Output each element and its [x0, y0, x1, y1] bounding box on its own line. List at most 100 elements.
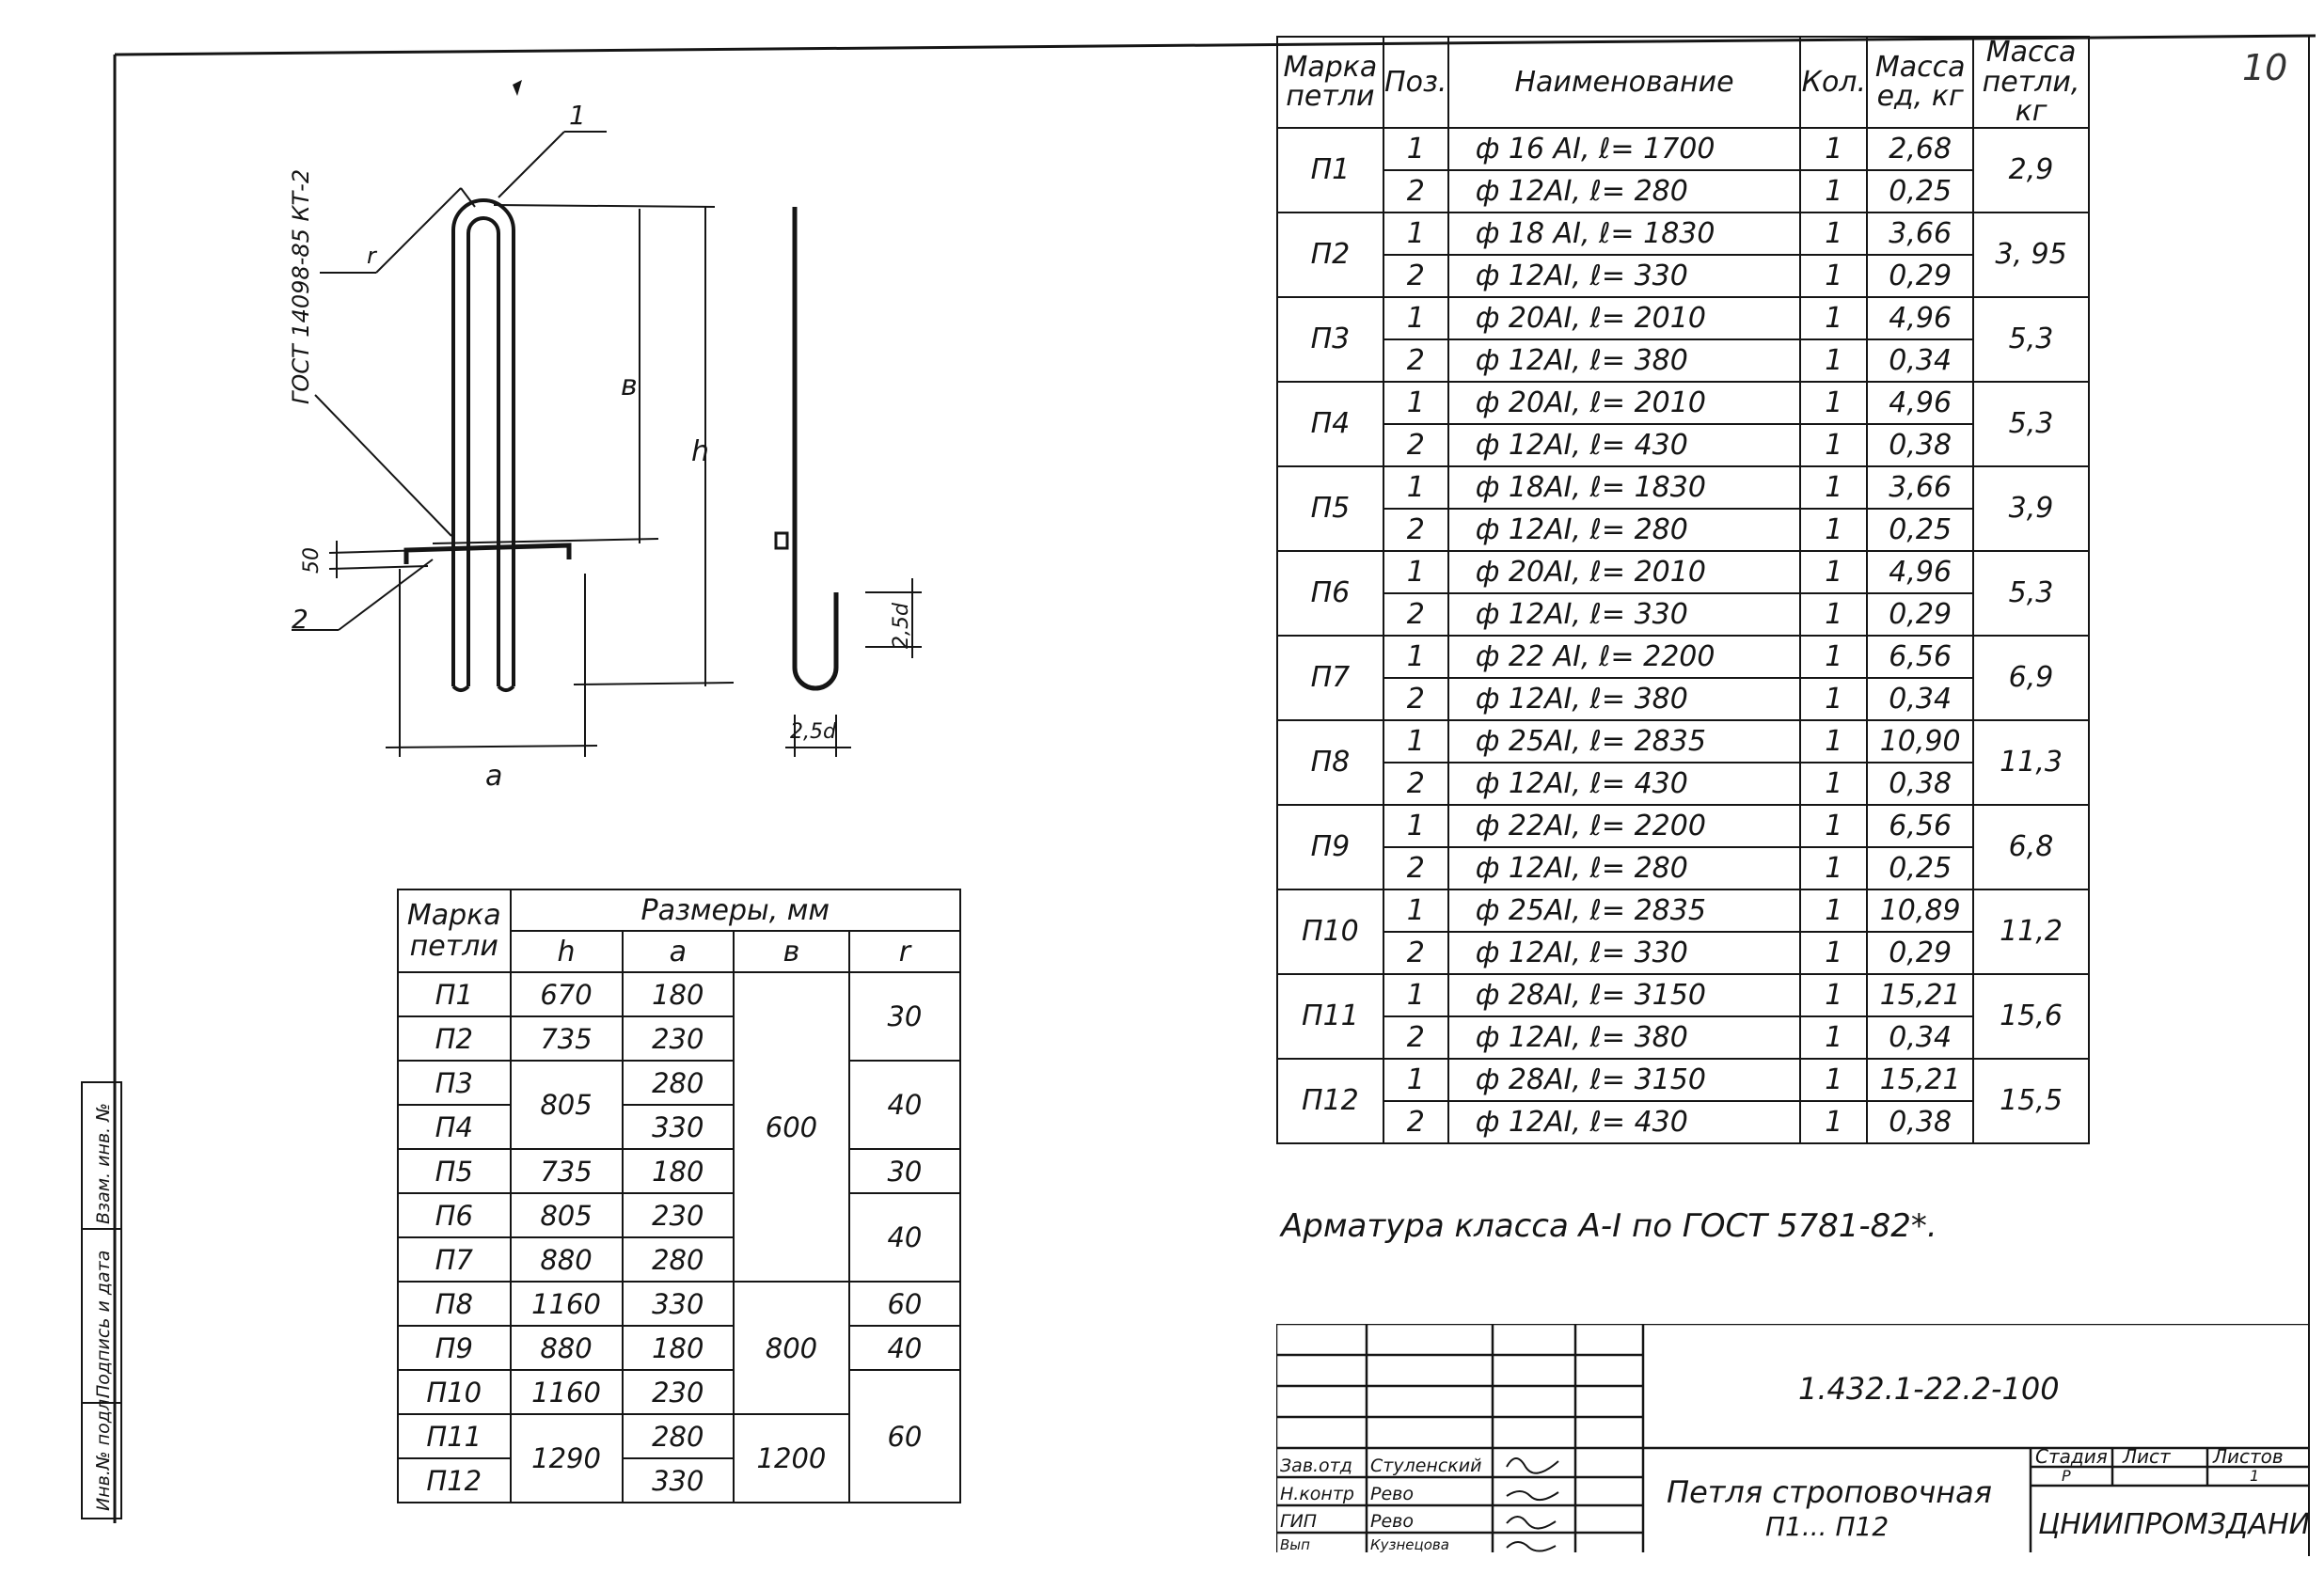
spec-pos: 1 — [1382, 549, 1449, 594]
spec-name: ф 12AI, ℓ= 430 — [1447, 1099, 1802, 1144]
spec-mark: П1 — [1276, 126, 1384, 213]
spec-qty: 1 — [1799, 507, 1869, 552]
spec-loop-mass: 6,8 — [1972, 803, 2090, 890]
spec-qty: 1 — [1799, 591, 1869, 637]
dims-h: 880 — [509, 1236, 624, 1283]
dims-a: 280 — [621, 1060, 735, 1106]
spec-mark: П3 — [1276, 295, 1384, 383]
name-gip: Рево — [1370, 1511, 1414, 1532]
dims-mark: П1 — [397, 971, 512, 1017]
spec-unit-mass: 15,21 — [1866, 1057, 1975, 1102]
spec-pos: 2 — [1382, 676, 1449, 721]
spec-mark: П11 — [1276, 972, 1384, 1060]
spec-qty: 1 — [1799, 380, 1869, 425]
dims-mark: П5 — [397, 1148, 512, 1194]
spec-mark: П5 — [1276, 464, 1384, 552]
spec-qty: 1 — [1799, 803, 1869, 848]
dims-b: 600 — [733, 971, 850, 1283]
dims-mark: П10 — [397, 1369, 512, 1415]
dims-col-a: a — [621, 930, 735, 973]
spec-header-row: Марка петли Поз. Наименование Кол. Масса… — [1276, 36, 2090, 129]
spec-loop-mass: 2,9 — [1972, 126, 2090, 213]
reinforcement-note: Арматура класса А-I по ГОСТ 5781-82*. — [1281, 1207, 1937, 1245]
label-b: в — [621, 370, 638, 402]
spec-qty: 1 — [1799, 1015, 1869, 1060]
dims-r: 40 — [847, 1060, 962, 1150]
sheets-value: 1 — [2250, 1467, 2259, 1485]
spec-unit-mass: 0,34 — [1866, 338, 1975, 383]
dims-a: 180 — [621, 1148, 735, 1194]
dims-b: 800 — [733, 1281, 850, 1415]
spec-qty: 1 — [1799, 845, 1869, 890]
spec-unit-mass: 10,89 — [1866, 888, 1975, 933]
side-strip-replace: Взам. инв. № — [93, 1103, 114, 1224]
spec-loop-mass: 5,3 — [1972, 295, 2090, 383]
sheet-number: 10 — [2242, 47, 2288, 88]
label-a: a — [485, 760, 502, 793]
spec-qty: 1 — [1799, 1057, 1869, 1102]
spec-qty: 1 — [1799, 549, 1869, 594]
dims-h: 1160 — [509, 1281, 624, 1327]
spec-pos: 2 — [1382, 422, 1449, 467]
side-strip-content: Взам. инв. № Подпись и дата Инв.№ подл. — [83, 1103, 120, 1511]
spec-name: ф 18 AI, ℓ= 1830 — [1447, 211, 1802, 256]
spec-qty: 1 — [1799, 718, 1869, 763]
dims-mark: П6 — [397, 1192, 512, 1238]
spec-header-unit-mass: Масса ед, кг — [1866, 36, 1975, 129]
spec-name: ф 12AI, ℓ= 330 — [1447, 930, 1802, 975]
callout-2: 2 — [292, 604, 308, 635]
spec-unit-mass: 0,34 — [1866, 1015, 1975, 1060]
doc-code: 1.432.1-22.2-100 — [1798, 1371, 2060, 1407]
dimensions-table: Марка петли Размеры, мм h a в r П1 670 1… — [397, 889, 962, 1503]
spec-name: ф 12AI, ℓ= 380 — [1447, 1015, 1802, 1060]
loop-drawing: r 1 2 в h a ГОСТ 14098-85 КТ-2 50 2,5d 2… — [288, 80, 922, 793]
stage-label: Стадия — [2035, 1445, 2108, 1468]
label-r: r — [367, 243, 378, 269]
name-head: Стуленский — [1370, 1456, 1481, 1476]
spec-name: ф 12AI, ℓ= 280 — [1447, 845, 1802, 890]
spec-qty: 1 — [1799, 1099, 1869, 1144]
spec-name: ф 12AI, ℓ= 280 — [1447, 507, 1802, 552]
dims-col-h: h — [509, 930, 624, 973]
dims-r: 30 — [847, 1148, 962, 1194]
label-h: h — [691, 435, 709, 468]
dims-r: 30 — [847, 971, 962, 1062]
spec-pos: 2 — [1382, 930, 1449, 975]
spec-qty: 1 — [1799, 761, 1869, 806]
loop-side-view — [774, 207, 839, 691]
dims-mark: П2 — [397, 1015, 512, 1062]
spec-name: ф 12AI, ℓ= 330 — [1447, 253, 1802, 298]
spec-pos: 2 — [1382, 761, 1449, 806]
dims-mark: П9 — [397, 1325, 512, 1371]
arrow-mark-icon — [513, 80, 522, 96]
dims-r: 40 — [847, 1325, 962, 1371]
spec-loop-mass: 3,9 — [1972, 464, 2090, 552]
spec-unit-mass: 15,21 — [1866, 972, 1975, 1017]
spec-unit-mass: 10,90 — [1866, 718, 1975, 763]
spec-unit-mass: 0,38 — [1866, 1099, 1975, 1144]
dims-mark: П11 — [397, 1413, 512, 1459]
stage-value: Р — [2062, 1467, 2071, 1485]
spec-pos: 1 — [1382, 464, 1449, 510]
spec-unit-mass: 4,96 — [1866, 380, 1975, 425]
spec-qty: 1 — [1799, 422, 1869, 467]
dims-r: 60 — [847, 1369, 962, 1503]
dims-a: 230 — [621, 1369, 735, 1415]
dims-h: 735 — [509, 1015, 624, 1062]
dims-b: 1200 — [733, 1413, 850, 1503]
spec-qty: 1 — [1799, 211, 1869, 256]
spec-name: ф 20AI, ℓ= 2010 — [1447, 295, 1802, 340]
dims-h: 735 — [509, 1148, 624, 1194]
dims-h: 880 — [509, 1325, 624, 1371]
